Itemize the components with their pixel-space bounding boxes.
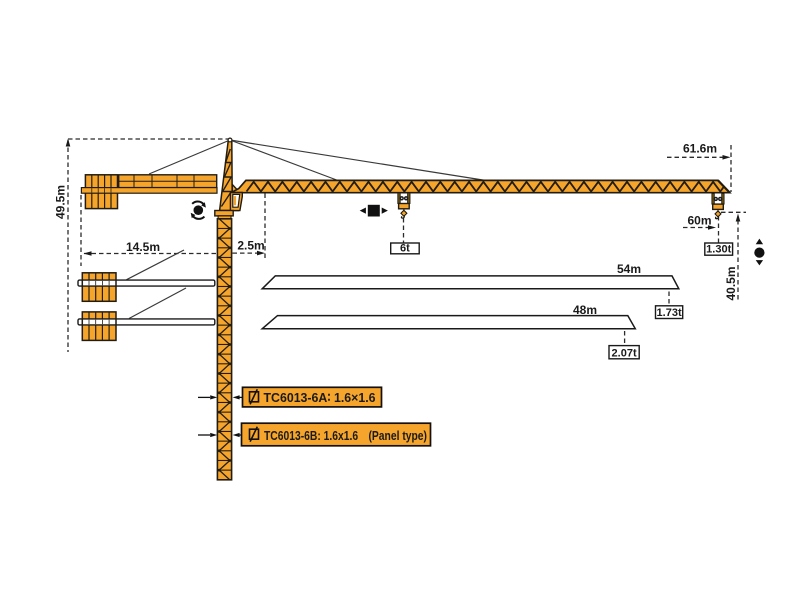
svg-text:48m: 48m <box>573 303 597 317</box>
svg-text:TC6013-6A∶ 1.6×1.6: TC6013-6A∶ 1.6×1.6 <box>264 390 376 405</box>
svg-text:2.07t: 2.07t <box>612 347 637 359</box>
svg-text:54m: 54m <box>617 262 641 276</box>
svg-text:TC6013-6B: 1.6x1.6 (Panel type: TC6013-6B: 1.6x1.6 (Panel type) <box>264 428 427 443</box>
svg-text:61.6m: 61.6m <box>683 142 717 156</box>
svg-text:60m: 60m <box>687 214 711 228</box>
svg-text:2.5m: 2.5m <box>237 238 264 252</box>
svg-text:40.5m: 40.5m <box>724 266 738 300</box>
svg-text:49.5m: 49.5m <box>54 185 68 219</box>
svg-text:1.30t: 1.30t <box>706 244 731 256</box>
svg-text:6t: 6t <box>400 242 410 254</box>
svg-text:1.73t: 1.73t <box>657 307 682 319</box>
svg-text:14.5m: 14.5m <box>126 240 160 254</box>
